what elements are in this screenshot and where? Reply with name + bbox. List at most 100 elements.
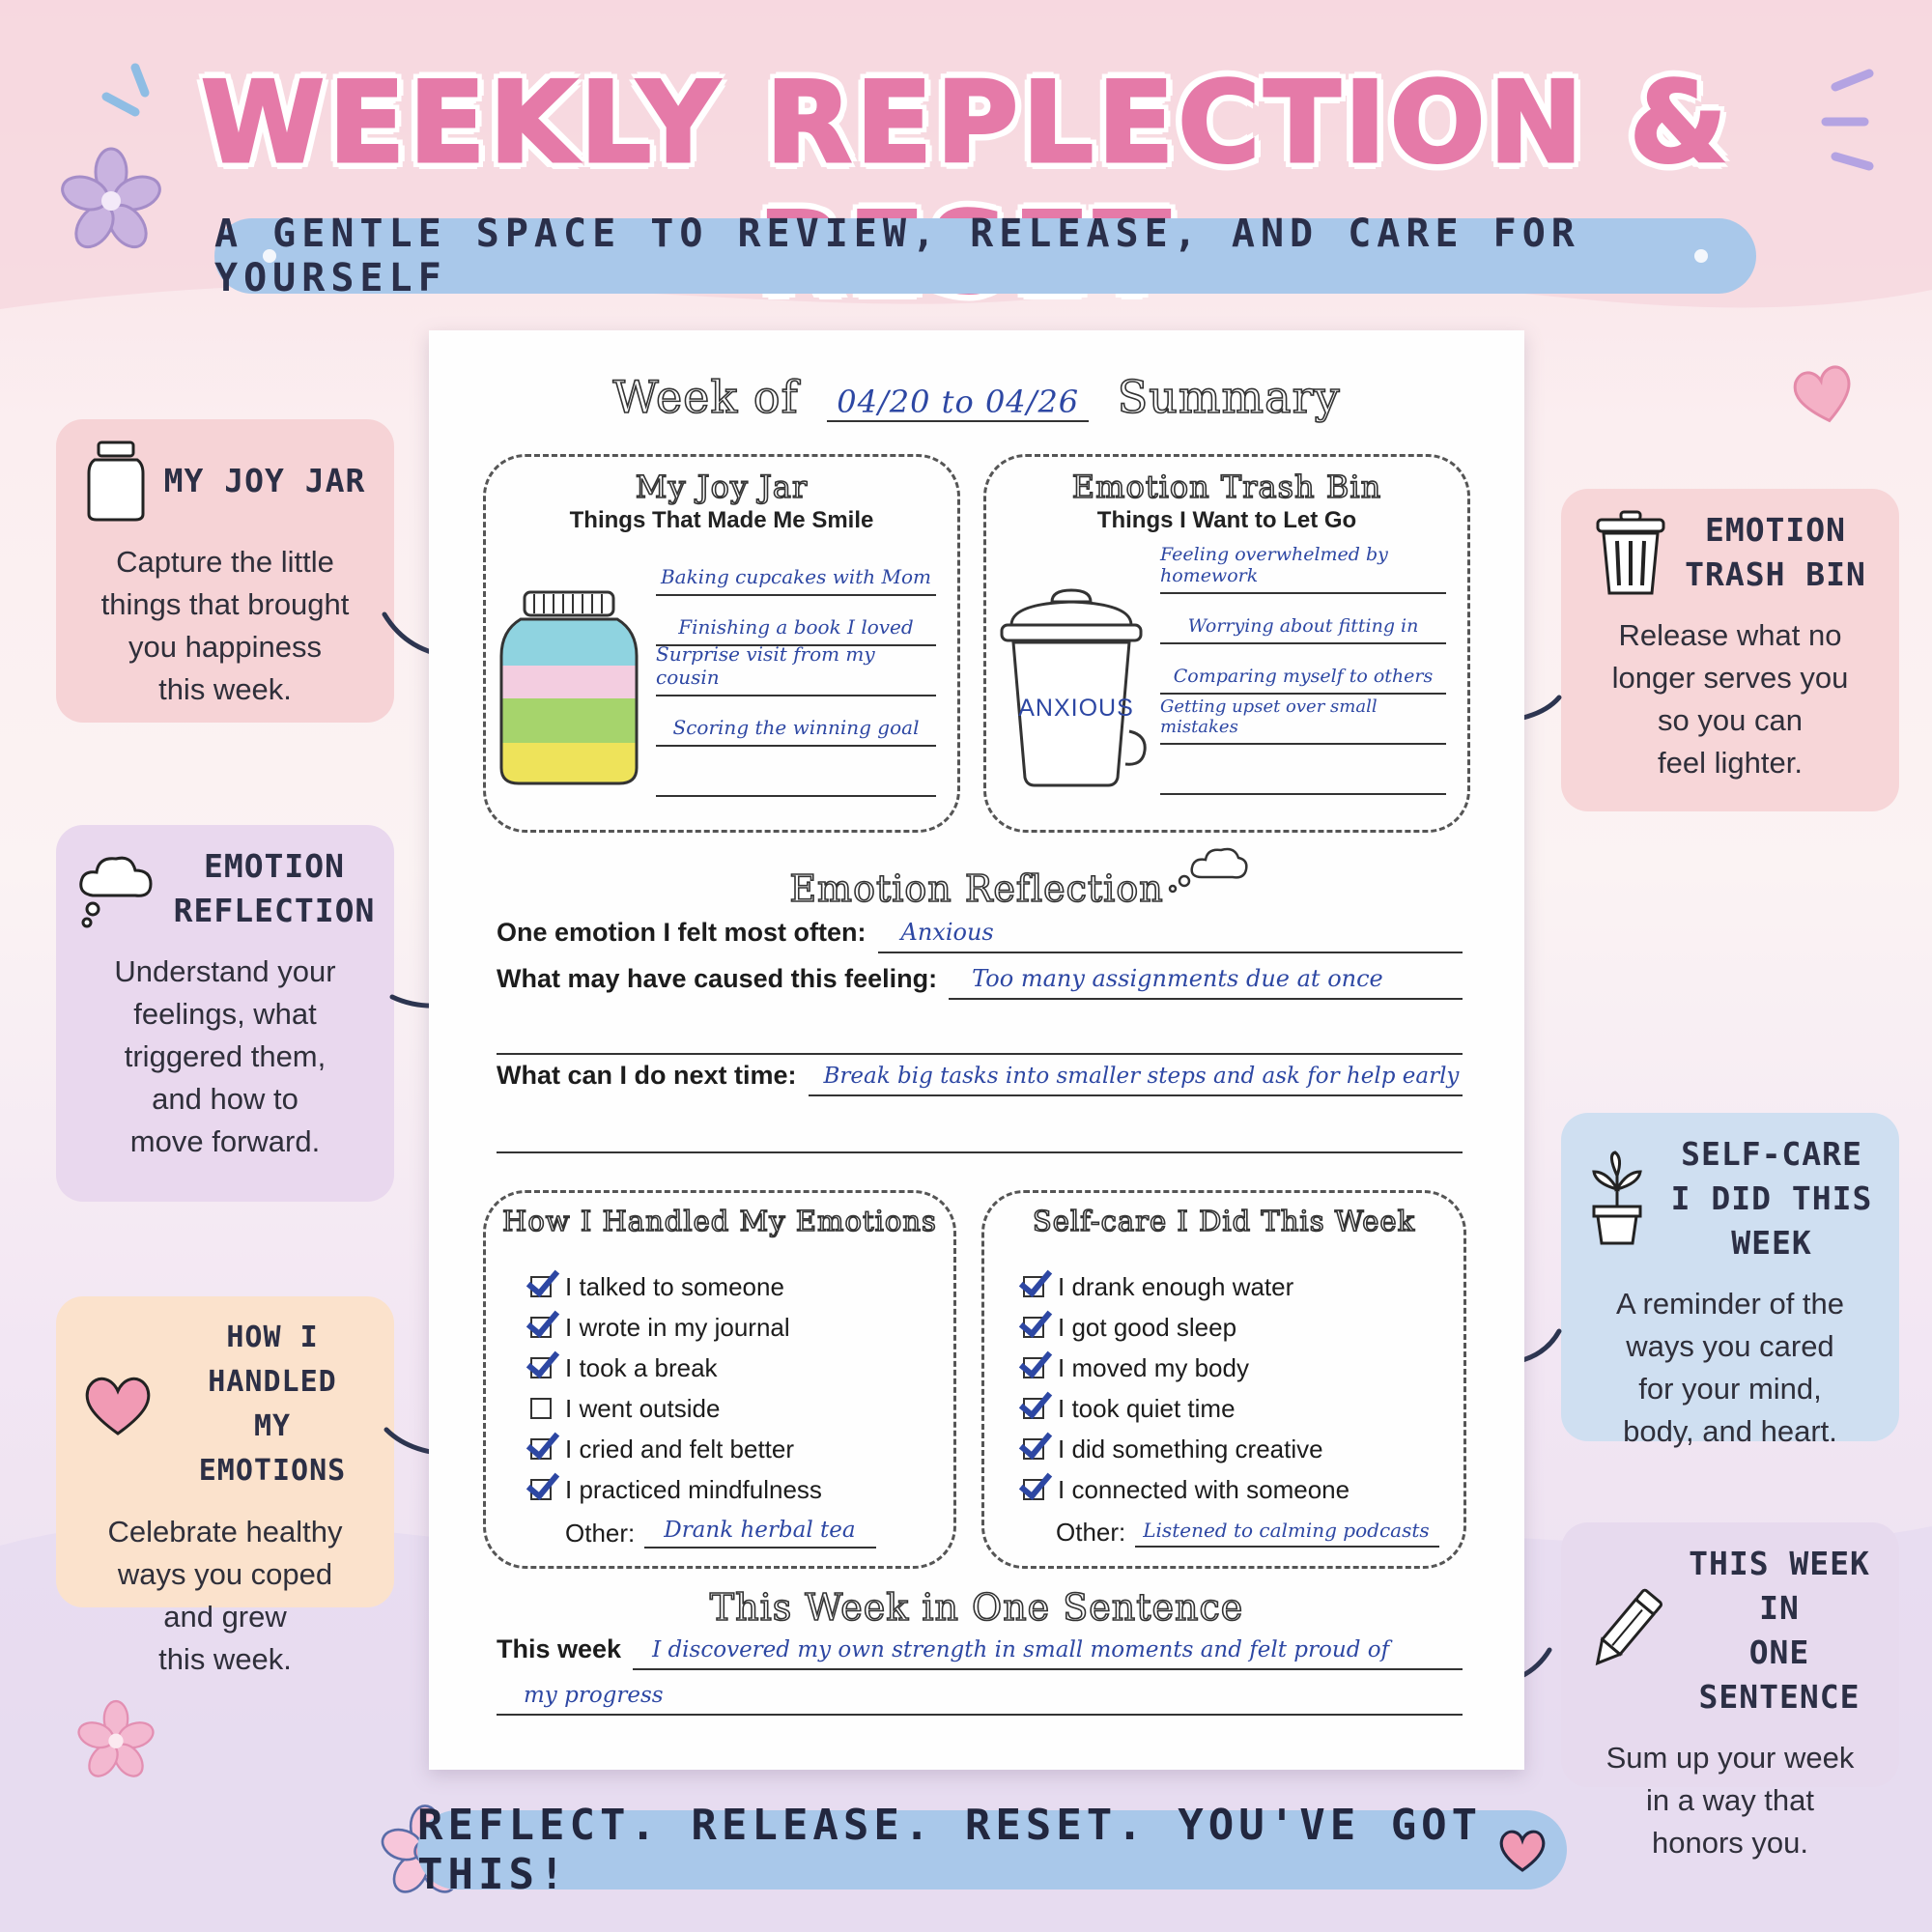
reflection-title: Emotion Reflection xyxy=(789,867,1164,911)
question-label: One emotion I felt most often: xyxy=(497,918,867,947)
card-emotion-trash-bin: EMOTION TRASH BIN Release what no longer… xyxy=(1561,489,1899,811)
checklist-item[interactable]: I moved my body xyxy=(1023,1348,1350,1388)
card-title: MY JOY JAR xyxy=(163,462,366,499)
self-care-checklist: I drank enough water I got good sleep I … xyxy=(1023,1266,1350,1510)
trash-bin-label: ANXIOUS xyxy=(1018,695,1134,722)
card-emotion-reflection: EMOTION REFLECTION Understand your feeli… xyxy=(56,825,394,1202)
card-title: EMOTION REFLECTION xyxy=(173,847,376,929)
checkbox-checked[interactable] xyxy=(1023,1276,1044,1297)
checklist-item[interactable]: I connected with someone xyxy=(1023,1469,1350,1510)
checklist-item[interactable]: I practiced mindfulness xyxy=(530,1469,822,1510)
checklist-item[interactable]: I took a break xyxy=(530,1348,822,1388)
card-how-i-handled: HOW I HANDLED MY EMOTIONS Celebrate heal… xyxy=(56,1296,394,1676)
question-answer: Break big tasks into smaller steps and a… xyxy=(808,1064,1463,1096)
trash-bin-box: Emotion Trash Bin Things I Want to Let G… xyxy=(983,454,1470,833)
footer-text: REFLECT. RELEASE. RESET. YOU'VE GOT THIS… xyxy=(417,1801,1483,1899)
other-answer: Drank herbal tea xyxy=(644,1518,877,1548)
checklist-item[interactable]: I took quiet time xyxy=(1023,1388,1350,1429)
sentence-line-2: my progress xyxy=(497,1671,1463,1716)
checkbox-checked[interactable] xyxy=(1023,1398,1044,1419)
joy-item xyxy=(656,747,936,797)
week-prefix: Week of xyxy=(612,370,799,424)
handled-checklist: I talked to someone I wrote in my journa… xyxy=(530,1266,822,1510)
joy-item: Baking cupcakes with Mom xyxy=(656,546,936,596)
box-title: Emotion Trash Bin xyxy=(1071,468,1382,506)
jar-icon xyxy=(87,440,145,522)
checkbox-checked[interactable] xyxy=(530,1357,552,1378)
card-joy-jar: MY JOY JAR Capture the little things tha… xyxy=(56,419,394,723)
trash-can-illustration xyxy=(1000,588,1147,787)
card-description: Understand your feelings, what triggered… xyxy=(114,954,336,1158)
checklist-item[interactable]: I talked to someone xyxy=(530,1266,822,1307)
flower-icon xyxy=(77,1699,155,1777)
sentence-row: This week I discovered my own strength i… xyxy=(497,1634,1463,1670)
footer-banner: REFLECT. RELEASE. RESET. YOU'VE GOT THIS… xyxy=(417,1801,1567,1899)
checkbox-checked[interactable] xyxy=(1023,1317,1044,1338)
other-label: Other: xyxy=(1056,1518,1126,1547)
card-description: Capture the little things that brought y… xyxy=(100,545,350,706)
checkbox-checked[interactable] xyxy=(530,1317,552,1338)
trash-item xyxy=(1160,745,1446,795)
checkbox-checked[interactable] xyxy=(1023,1357,1044,1378)
checklist-item[interactable]: I did something creative xyxy=(1023,1429,1350,1469)
week-range: 04/20 to 04/26 xyxy=(827,384,1090,422)
self-care-other: Other: Listened to calming podcasts xyxy=(1056,1518,1439,1548)
card-self-care: SELF-CARE I DID THIS WEEK A reminder of … xyxy=(1561,1113,1899,1448)
card-one-sentence: THIS WEEK IN ONE SENTENCE Sum up your we… xyxy=(1561,1522,1899,1860)
sentence-title: This Week in One Sentence xyxy=(709,1585,1244,1630)
reflection-question-2: What may have caused this feeling: Too m… xyxy=(497,964,1463,1000)
joy-item: Finishing a book I loved xyxy=(656,596,936,646)
other-label: Other: xyxy=(565,1519,636,1548)
thought-cloud-icon xyxy=(78,856,153,928)
card-description: A reminder of the ways you cared for you… xyxy=(1615,1287,1845,1448)
trash-item: Getting upset over small mistakes xyxy=(1160,695,1446,745)
card-title: THIS WEEK IN ONE SENTENCE xyxy=(1689,1545,1870,1716)
checkbox-checked[interactable] xyxy=(530,1438,552,1460)
trash-item: Feeling overwhelmed by homework xyxy=(1160,544,1446,594)
checkbox-checked[interactable] xyxy=(530,1276,552,1297)
question-label: What can I do next time: xyxy=(497,1061,797,1090)
sentence-line-1: I discovered my own strength in small mo… xyxy=(633,1637,1463,1670)
heart-icon xyxy=(1499,1830,1546,1872)
question-answer: Too many assignments due at once xyxy=(949,965,1463,1000)
checkbox-checked[interactable] xyxy=(530,1479,552,1500)
card-description: Sum up your week in a way that honors yo… xyxy=(1605,1741,1855,1860)
card-description: Release what no longer serves you so you… xyxy=(1611,618,1849,780)
card-description: Celebrate healthy ways you coped and gre… xyxy=(107,1515,343,1676)
sparkle-lines-icon xyxy=(101,63,150,117)
joy-item: Scoring the winning goal xyxy=(656,696,936,747)
trash-bin-lines: Feeling overwhelmed by homework Worrying… xyxy=(1160,544,1446,795)
handled-box: How I Handled My Emotions I talked to so… xyxy=(483,1190,956,1569)
checkbox-unchecked[interactable] xyxy=(530,1398,552,1419)
potted-plant-icon xyxy=(1592,1151,1642,1245)
week-suffix: Summary xyxy=(1117,370,1341,424)
box-subtitle: Things I Want to Let Go xyxy=(1096,507,1357,533)
checklist-item[interactable]: I went outside xyxy=(530,1388,822,1429)
worksheet-paper: Week of 04/20 to 04/26 Summary My Joy Ja… xyxy=(429,330,1524,1770)
flower-icon xyxy=(61,147,161,249)
card-title: HOW I HANDLED MY EMOTIONS xyxy=(198,1321,347,1488)
week-heading: Week of 04/20 to 04/26 Summary xyxy=(429,370,1524,424)
sparkle-lines-icon xyxy=(1821,69,1874,171)
jar-illustration xyxy=(499,590,639,785)
reflection-question-3: What can I do next time: Break big tasks… xyxy=(497,1061,1463,1096)
checkbox-checked[interactable] xyxy=(1023,1479,1044,1500)
checklist-item[interactable]: I wrote in my journal xyxy=(530,1307,822,1348)
reflection-question-1: One emotion I felt most often: Anxious xyxy=(497,918,1463,953)
checklist-item[interactable]: I got good sleep xyxy=(1023,1307,1350,1348)
heart-icon xyxy=(1793,365,1851,423)
checklist-item[interactable]: I drank enough water xyxy=(1023,1266,1350,1307)
checklist-item[interactable]: I cried and felt better xyxy=(530,1429,822,1469)
box-title: My Joy Jar xyxy=(635,468,809,506)
card-title: EMOTION TRASH BIN xyxy=(1685,511,1866,593)
question-label: What may have caused this feeling: xyxy=(497,964,938,993)
trash-item: Worrying about fitting in xyxy=(1160,594,1446,644)
joy-jar-lines: Baking cupcakes with Mom Finishing a boo… xyxy=(656,546,936,797)
checkbox-checked[interactable] xyxy=(1023,1438,1044,1460)
question-answer: Anxious xyxy=(877,919,1463,953)
blank-line xyxy=(497,1053,1463,1055)
box-title: Self-care I Did This Week xyxy=(1032,1204,1416,1238)
self-care-box: Self-care I Did This Week I drank enough… xyxy=(981,1190,1466,1569)
thought-cloud-icon xyxy=(1168,847,1248,894)
dot-icon xyxy=(263,249,276,263)
